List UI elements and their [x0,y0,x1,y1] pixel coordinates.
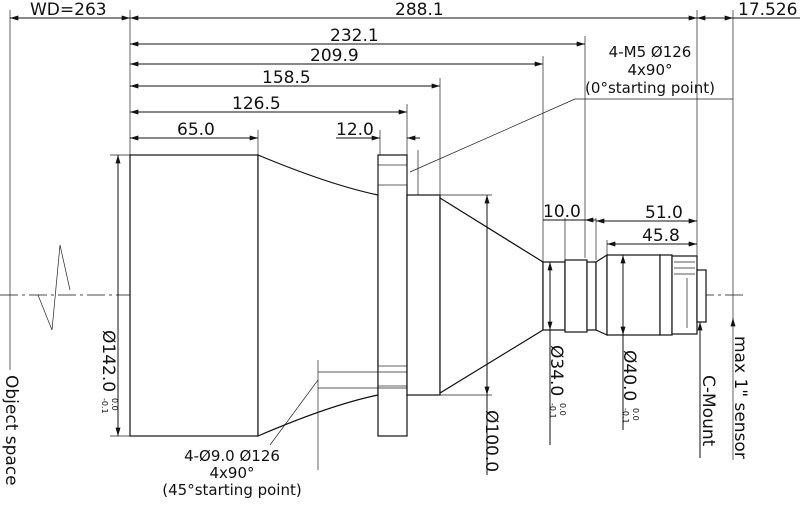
dim-12: 12.0 [336,120,374,140]
top-hole-note: 4-M5 Ø126 4x90° (0°starting point) [409,43,733,195]
bottom-note-line2: 4x90° [209,464,254,482]
tol-upper-40: 0.0 [631,408,640,421]
label-c-mount: C-Mount [698,375,718,447]
diameter-dimensions: Ø142.0 0.0 -0.1 Ø100.0 Ø34.0 0.0 -0.1 Ø4… [98,154,736,475]
dim-10: 10.0 [543,202,581,222]
dim-diameter-142: Ø142.0 [98,330,118,392]
tol-upper-34: 0.0 [558,403,567,416]
dim-209: 209.9 [310,46,359,66]
tol-lower-40: -0.1 [621,408,630,424]
bottom-note-line3: (45°starting point) [162,481,301,499]
dim-diameter-40: Ø40.0 [619,350,639,401]
dim-158: 158.5 [262,68,311,88]
dim-overall-length: 288.1 [395,0,444,20]
top-note-line1: 4-M5 Ø126 [609,43,692,61]
tol-lower-34: -0.1 [548,403,557,419]
label-object-space: Object space [1,375,21,486]
bottom-hole-note: 4-Ø9.0 Ø126 4x90° (45°starting point) [162,360,407,499]
dim-working-distance: WD=263 [30,0,107,20]
dim-232: 232.1 [330,26,379,46]
tol-upper-142: 0.0 [110,398,119,411]
lens-body [129,154,707,437]
top-note-line3: (0°starting point) [585,79,715,97]
label-sensor: max 1" sensor [730,336,750,459]
dim-65: 65.0 [177,120,215,140]
dim-51: 51.0 [645,203,683,223]
dim-diameter-100: Ø100.0 [481,410,501,472]
dim-45-8: 45.8 [642,226,680,246]
dim-diameter-34: Ø34.0 [546,345,566,396]
dim-126: 126.5 [232,94,281,114]
top-note-line2: 4x90° [627,61,672,79]
dim-flange-back: 17.526 [738,0,797,20]
horizontal-dimensions: WD=263 288.1 17.526 232.1 209.9 158.5 12… [10,0,800,247]
bottom-note-line1: 4-Ø9.0 Ø126 [184,447,280,465]
break-line [37,244,71,331]
tol-lower-142: -0.1 [100,398,109,414]
